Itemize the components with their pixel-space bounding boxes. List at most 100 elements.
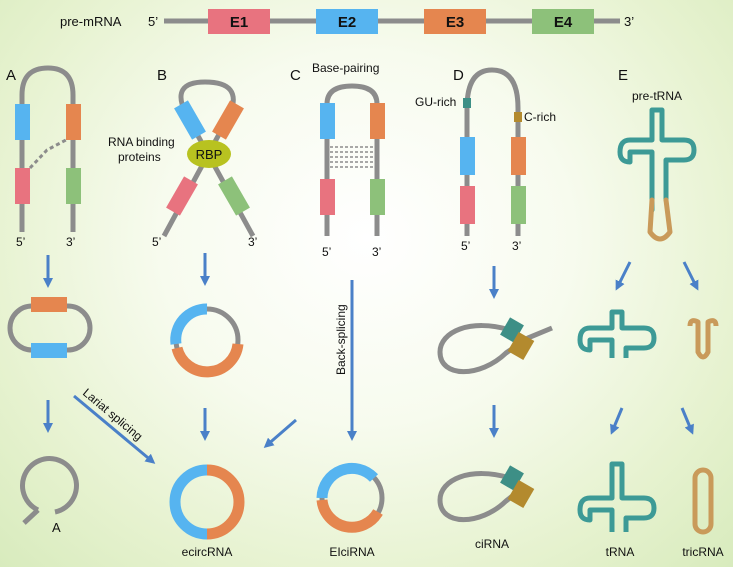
exon-e2 — [316, 9, 378, 34]
trna-label: tRNA — [606, 545, 635, 559]
exon-e1-label: E1 — [230, 14, 248, 31]
panel-a-branch-label: A — [52, 520, 61, 535]
panel-b-circle-exon-e3 — [171, 343, 244, 378]
panel-b-exon-e1 — [166, 176, 198, 216]
panel-d-3prime: 3’ — [512, 239, 521, 253]
elcirna-exon-e2 — [316, 462, 379, 499]
panel-c-exon-e1 — [320, 179, 335, 215]
rbp-label: RBP — [196, 147, 223, 162]
panel-a: A 5’ 3’ A — [6, 65, 93, 535]
panel-e-arrow-down-left — [610, 407, 624, 435]
pre-mrna-5prime: 5’ — [148, 14, 158, 29]
panel-d-intron-lariat — [437, 323, 553, 375]
ecircrna-label: ecircRNA — [182, 545, 233, 559]
pre-trna — [617, 107, 697, 242]
panel-a-lariat-tail — [22, 508, 40, 525]
exon-e3 — [424, 9, 486, 34]
panel-a-lariat — [20, 456, 79, 515]
panel-a-exon-e4 — [66, 168, 81, 204]
exon-e3-label: E3 — [446, 14, 464, 31]
panel-a-letter: A — [6, 67, 16, 84]
panel-c-to-ecircrna-arrow — [263, 418, 297, 448]
rbp-caption-line1: RNA binding — [108, 135, 175, 149]
panel-e: E pre-tRNA tRNA tricRNA — [577, 67, 724, 559]
panel-a-loop-exon-e2 — [31, 343, 67, 358]
ecircrna-exon-e2 — [169, 464, 208, 540]
rbp-caption-line2: proteins — [118, 150, 161, 164]
back-splicing-label: Back-splicing — [334, 304, 348, 375]
trna — [577, 461, 657, 532]
panel-c-exon-e3 — [370, 103, 385, 139]
panel-d: D GU-rich C-rich 5’ 3’ ciRNA — [415, 67, 556, 551]
cirna-label: ciRNA — [475, 537, 509, 551]
panel-d-exon-e3 — [511, 137, 526, 175]
elcirna-label: EIciRNA — [329, 545, 374, 559]
panel-c-3prime: 3’ — [372, 245, 381, 259]
pre-mrna-header: pre-mRNA 5’ E1 E2 E3 E4 3’ — [60, 9, 634, 34]
panel-e-letter: E — [618, 67, 628, 84]
panel-a-loop-exon-e3 — [31, 297, 67, 312]
panel-c: C Base-pairing 5’ 3’ Back-splicing EIciR… — [290, 61, 385, 559]
ecircrna: ecircRNA — [169, 464, 245, 559]
panel-b-exon-e2 — [174, 100, 206, 140]
lariat-splicing-label: Lariat splicing — [80, 386, 145, 444]
panel-c-5prime: 5’ — [322, 245, 331, 259]
panel-a-splice-link — [28, 138, 67, 170]
elcirna-exon-e3 — [316, 499, 383, 533]
panel-e-arrow-down-right — [680, 407, 694, 435]
pre-trna-intron — [647, 197, 673, 242]
panel-d-exon-e4 — [511, 186, 526, 224]
panel-d-letter: D — [453, 67, 464, 84]
panel-a-exon-e2 — [15, 104, 30, 140]
rbp-blob — [187, 140, 231, 168]
panel-e-arrow-left — [615, 261, 632, 291]
panel-a-strand — [19, 65, 76, 232]
pre-mrna-3prime: 3’ — [624, 14, 634, 29]
panel-d-gu-block — [500, 317, 524, 343]
exon-e2-label: E2 — [338, 14, 356, 31]
panel-d-c-block — [507, 331, 535, 361]
pre-mrna-label: pre-mRNA — [60, 14, 122, 29]
panel-c-strand — [324, 83, 380, 236]
panel-b-circle-exon-e2 — [170, 303, 208, 345]
pre-trna-label: pre-tRNA — [632, 89, 682, 103]
panel-c-exon-e2 — [320, 103, 335, 139]
base-pairing-label: Base-pairing — [312, 61, 379, 75]
panel-b-3prime: 3’ — [248, 235, 257, 249]
panel-b: B RBP RNA binding proteins 5’ 3’ — [108, 67, 257, 441]
cirna-gu-block — [500, 465, 524, 491]
tricrna-label: tricRNA — [682, 545, 723, 559]
exon-e4 — [532, 9, 594, 34]
panel-c-base-pairs — [330, 146, 375, 168]
panel-d-exon-e1 — [460, 186, 475, 224]
c-rich-element — [514, 112, 522, 122]
panel-e-arrow-right — [682, 261, 699, 291]
ecircrna-exon-e3 — [206, 464, 245, 540]
cirna-lariat — [437, 471, 522, 523]
pre-trna-cloverleaf — [617, 107, 697, 213]
panel-a-5prime: 5’ — [16, 235, 25, 249]
lariat-splicing-arrow — [73, 394, 156, 464]
mid-trna — [577, 309, 657, 358]
panel-d-exon-e2 — [460, 137, 475, 175]
panel-a-exon-e1 — [15, 168, 30, 204]
panel-b-5prime: 5’ — [152, 235, 161, 249]
panel-d-strand — [464, 67, 521, 236]
panel-c-letter: C — [290, 67, 301, 84]
gu-rich-label: GU-rich — [415, 95, 456, 109]
gu-rich-element — [463, 98, 471, 108]
panel-c-exon-e4 — [370, 179, 385, 215]
panel-a-3prime: 3’ — [66, 235, 75, 249]
cirna-c-block — [507, 479, 535, 509]
panel-b-exon-e3 — [212, 100, 244, 140]
panel-b-exon-e4 — [218, 176, 250, 216]
tricrna — [692, 467, 714, 535]
panel-b-letter: B — [157, 67, 167, 84]
panel-d-5prime: 5’ — [461, 239, 470, 253]
c-rich-label: C-rich — [524, 110, 556, 124]
excised-intron — [687, 318, 719, 360]
panel-a-exon-e3 — [66, 104, 81, 140]
exon-e1 — [208, 9, 270, 34]
